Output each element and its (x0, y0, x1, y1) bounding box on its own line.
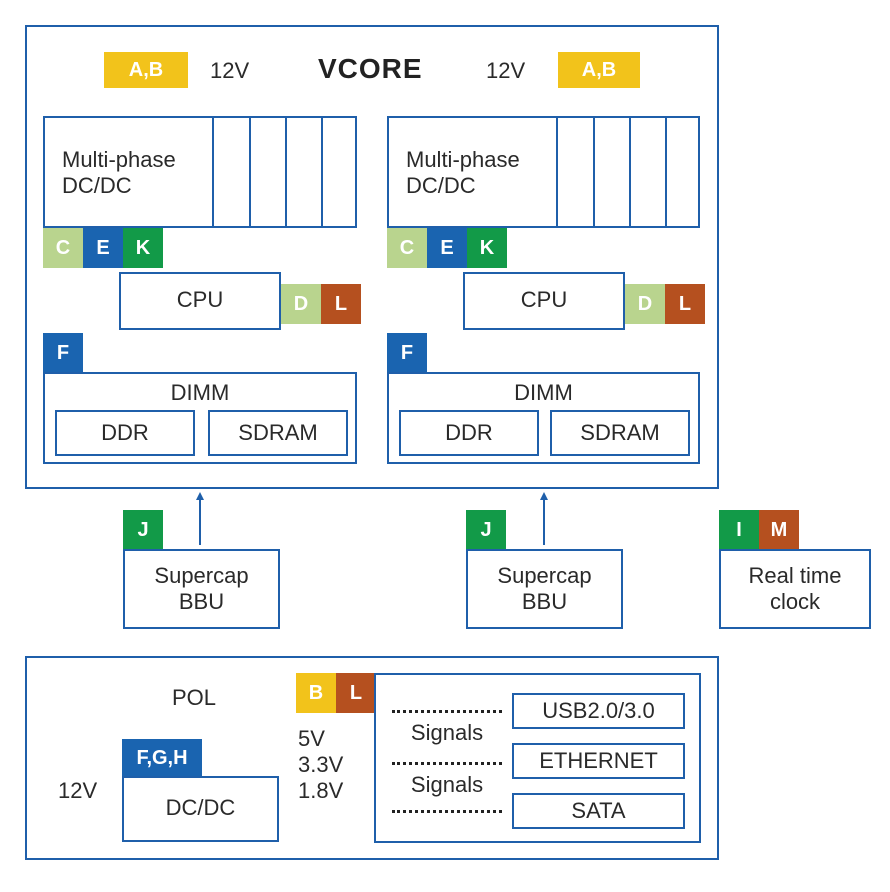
ethernet-label: ETHERNET (539, 748, 658, 773)
voltage-12v-right: 12V (486, 58, 526, 83)
rtc-label: Real time clock (748, 563, 842, 615)
dimm-left-label: DIMM (170, 380, 230, 405)
signals-label-2: Signals (410, 772, 484, 797)
tag-l-pol: L (336, 673, 376, 713)
cpu-left-label: CPU (176, 287, 224, 312)
tag-l-left: L (321, 284, 361, 324)
supercap-left-box (123, 549, 280, 629)
phase-cell-left-2 (249, 116, 287, 228)
tag-e-left: E (83, 228, 123, 268)
ethernet-box (512, 743, 685, 779)
tag-fgh: F,G,H (122, 739, 202, 777)
phase-cell-left-1 (212, 116, 251, 228)
tag-j-left: J (123, 510, 163, 550)
tag-l-right: L (665, 284, 705, 324)
pol-dcdc-box (122, 776, 279, 842)
tag-f-right: F (387, 333, 427, 373)
tag-k-left: K (123, 228, 163, 268)
supercap-right-label: Supercap BBU (497, 563, 592, 615)
tag-c-right: C (387, 228, 427, 268)
supercap-left-label: Supercap BBU (154, 563, 249, 615)
dcdc-left-label: Multi-phase DC/DC (62, 147, 176, 199)
dimm-right-label: DIMM (514, 380, 573, 405)
tag-j-right: J (466, 510, 506, 550)
phase-cell-right-1 (556, 116, 595, 228)
ddr-left-label: DDR (101, 420, 149, 445)
ddr-left-box (55, 410, 195, 456)
pol-title: POL (172, 685, 217, 710)
tag-i: I (719, 510, 759, 550)
phase-cell-right-3 (629, 116, 667, 228)
pol-dcdc-label: DC/DC (165, 795, 236, 820)
usb-box (512, 693, 685, 729)
pol-output-voltages: 5V 3.3V 1.8V (298, 726, 344, 803)
tag-d-left: D (281, 284, 321, 324)
supercap-right-box (466, 549, 623, 629)
tag-e-right: E (427, 228, 467, 268)
dcdc-right-label: Multi-phase DC/DC (406, 147, 520, 199)
tag-ab-left: A,B (104, 52, 188, 88)
sdram-left-box (208, 410, 348, 456)
usb-label: USB2.0/3.0 (542, 698, 655, 723)
tag-ab-right: A,B (558, 52, 640, 88)
tag-f-left: F (43, 333, 83, 373)
tag-c-left: C (43, 228, 83, 268)
cpu-left-box (119, 272, 281, 330)
phase-cell-right-2 (593, 116, 631, 228)
tag-b-pol: B (296, 673, 336, 713)
dotted-line-2 (392, 762, 502, 765)
sdram-left-label: SDRAM (238, 420, 318, 445)
pol-12v-label: 12V (58, 778, 98, 803)
sata-label: SATA (571, 798, 626, 823)
ddr-right-box (399, 410, 539, 456)
sdram-right-label: SDRAM (580, 420, 660, 445)
dotted-line-3 (392, 810, 502, 813)
signals-label-1: Signals (410, 720, 484, 745)
tag-m: M (759, 510, 799, 550)
vcore-title: VCORE (318, 53, 423, 84)
tag-k-right: K (467, 228, 507, 268)
cpu-right-label: CPU (520, 287, 568, 312)
phase-cell-left-3 (285, 116, 323, 228)
sdram-right-box (550, 410, 690, 456)
rtc-box (719, 549, 871, 629)
cpu-right-box (463, 272, 625, 330)
tag-d-right: D (625, 284, 665, 324)
ddr-right-label: DDR (445, 420, 493, 445)
dotted-line-1 (392, 710, 502, 713)
sata-box (512, 793, 685, 829)
voltage-12v-left: 12V (210, 58, 250, 83)
